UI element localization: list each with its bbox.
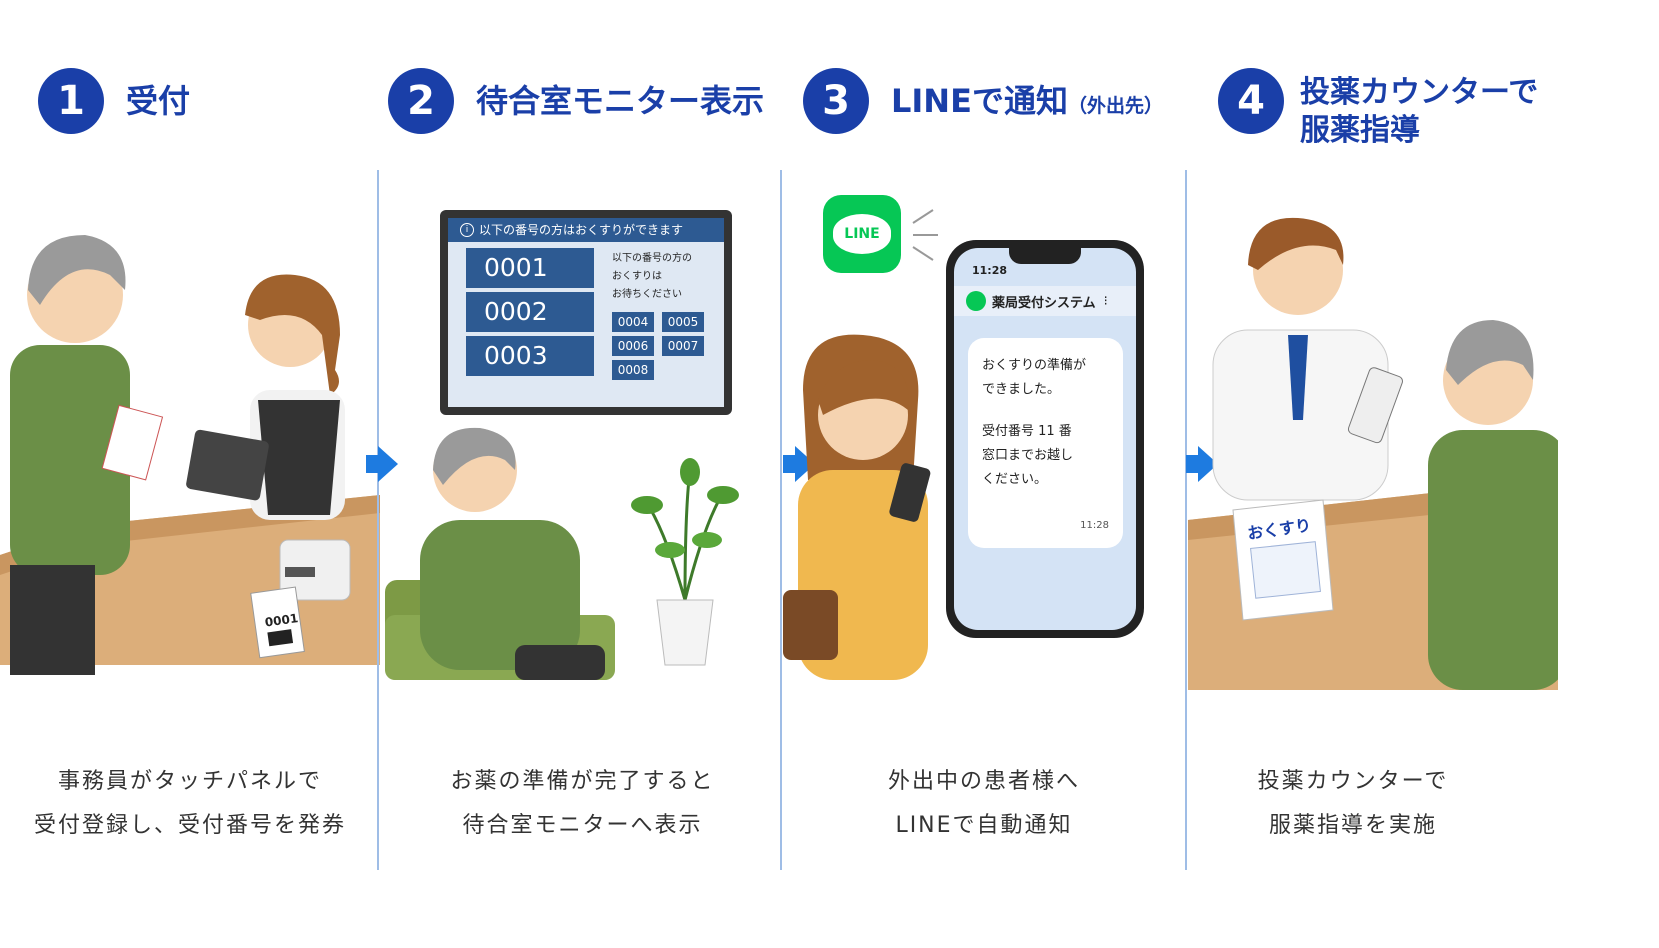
step-4-title-line2: 服薬指導	[1300, 113, 1420, 148]
monitor-small-1: 0004	[612, 312, 654, 332]
step-4-title: 投薬カウンターで 服薬指導	[1300, 74, 1538, 150]
step-3-title-sub: （外出先）	[1067, 95, 1163, 117]
step-2-caption-line2: 待合室モニターへ表示	[462, 813, 703, 838]
step-1-panel: 1 受付 0001 事務員がタッチパネルで 受付登録し、受付番号を発券	[0, 0, 380, 948]
step-3-caption-line2: LINEで自動通知	[895, 813, 1073, 838]
step-2-caption-line1: お薬の準備が完了すると	[450, 769, 715, 794]
divider-2	[780, 170, 782, 870]
message-line1: おくすりの準備が	[982, 358, 1087, 373]
phone-time: 11:28	[972, 264, 1008, 277]
ticket-number: 0001	[264, 611, 299, 630]
step-1-caption-line1: 事務員がタッチパネルで	[57, 769, 322, 794]
reception-illustration: 0001	[0, 235, 380, 675]
step-2-number: 2	[388, 68, 454, 134]
divider-1	[377, 170, 379, 870]
monitor-header-text: 以下の番号の方はおくすりができます	[479, 223, 684, 237]
step-2-caption: お薬の準備が完了すると 待合室モニターへ表示	[385, 760, 780, 848]
monitor-big-1: 0001	[466, 248, 594, 288]
divider-3	[1185, 170, 1187, 870]
monitor-small-2: 0005	[662, 312, 704, 332]
step-1-caption-line2: 受付登録し、受付番号を発券	[33, 813, 346, 838]
message-line3: 受付番号 11 番	[982, 424, 1072, 439]
step-1-number: 1	[38, 68, 104, 134]
line-logo-icon: LINE	[823, 195, 901, 273]
phone-notch	[1009, 248, 1081, 264]
monitor-wait-line2: おくすりは	[612, 271, 662, 282]
monitor-header: i 以下の番号の方はおくすりができます	[448, 218, 724, 242]
counter-illustration: おくすり	[1188, 217, 1558, 690]
step-1-caption: 事務員がタッチパネルで 受付登録し、受付番号を発券	[0, 760, 380, 848]
monitor-small-4: 0007	[662, 336, 704, 356]
step-4-title-line1: 投薬カウンターで	[1300, 75, 1539, 110]
step-2-header: 2 待合室モニター表示	[388, 68, 764, 134]
monitor-wait-line3: お待ちください	[612, 289, 682, 300]
message-bubble: おくすりの準備が できました。 受付番号 11 番 窓口までお越し ください。 …	[968, 338, 1123, 548]
arrow-1-icon	[366, 446, 398, 482]
phone-app-name: 薬局受付システム	[992, 295, 1096, 311]
message-time: 11:28	[1080, 520, 1109, 531]
step-4-panel: 4 投薬カウンターで 服薬指導 おくすり 投薬カウンターで 服薬指導を実施	[1188, 0, 1659, 948]
monitor-wait-text: 以下の番号の方の おくすりは お待ちください	[612, 250, 692, 304]
step-1-header: 1 受付	[38, 68, 190, 134]
monitor-small-5: 0008	[612, 360, 654, 380]
step-3-title-main: LINEで通知	[891, 82, 1068, 120]
step-3-caption: 外出中の患者様へ LINEで自動通知	[783, 760, 1185, 848]
monitor-small-3: 0006	[612, 336, 654, 356]
step-2-title: 待合室モニター表示	[476, 82, 765, 120]
step-4-caption-line1: 投薬カウンターで	[1257, 769, 1449, 794]
notify-lines-icon	[912, 209, 938, 261]
line-logo-text: LINE	[833, 214, 891, 254]
phone-app-bar: 薬局受付システム ⁝	[954, 286, 1136, 316]
step-3-number: 3	[803, 68, 869, 134]
step-3-panel: 3 LINEで通知（外出先） LINE 11:28 薬局受付システム ⁝	[783, 0, 1185, 948]
step-2-panel: 2 待合室モニター表示 i 以下の番号の方はおくすりができます 0001 000…	[385, 0, 780, 948]
monitor-big-2: 0002	[466, 292, 594, 332]
step-1-title: 受付	[126, 82, 191, 120]
monitor-wait-line1: 以下の番号の方の	[612, 253, 692, 264]
info-icon: i	[460, 223, 474, 237]
woman-illustration	[783, 334, 931, 680]
message-line5: ください。	[982, 472, 1048, 487]
smartphone: 11:28 薬局受付システム ⁝ おくすりの準備が できました。 受付番号 11…	[946, 240, 1144, 638]
step-4-caption-line2: 服薬指導を実施	[1268, 813, 1437, 838]
message-line4: 窓口までお越し	[982, 448, 1074, 463]
app-chat-icon	[966, 291, 986, 311]
step-3-title: LINEで通知（外出先）	[891, 82, 1163, 125]
waiting-room-monitor: i 以下の番号の方はおくすりができます 0001 0002 0003 以下の番号…	[440, 210, 732, 415]
menu-icon[interactable]: ⁝	[1103, 293, 1108, 309]
monitor-big-3: 0003	[466, 336, 594, 376]
step-4-number: 4	[1218, 68, 1284, 134]
message-line2: できました。	[982, 382, 1061, 397]
step-3-caption-line1: 外出中の患者様へ	[887, 769, 1080, 794]
step-4-caption: 投薬カウンターで 服薬指導を実施	[1188, 760, 1518, 848]
step-4-header: 4 投薬カウンターで 服薬指導	[1218, 68, 1538, 150]
step-3-header: 3 LINEで通知（外出先）	[803, 68, 1163, 134]
waiting-room-illustration	[385, 427, 739, 680]
